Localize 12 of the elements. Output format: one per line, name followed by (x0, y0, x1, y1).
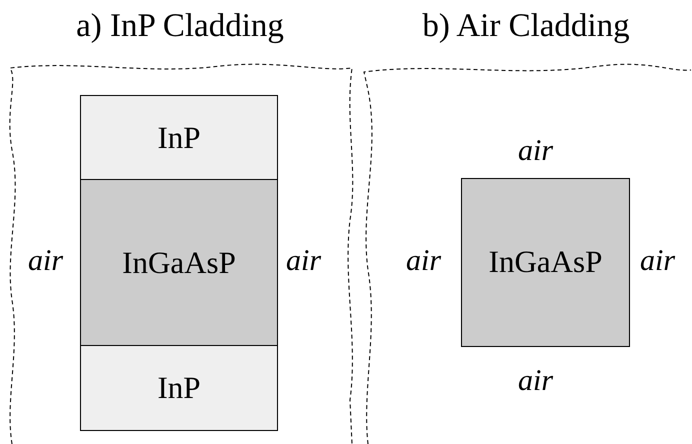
region-label: air (518, 133, 554, 169)
region-label: air (640, 243, 676, 279)
layer-box: InP (80, 345, 278, 431)
region-label: air (28, 243, 64, 279)
panel-title: b) Air Cladding (422, 7, 630, 46)
layer-box: InGaAsP (461, 178, 630, 347)
region-label: air (518, 363, 554, 399)
panel-title: a) InP Cladding (76, 7, 284, 46)
region-label: air (286, 243, 322, 279)
layer-box: InP (80, 95, 278, 181)
region-label: air (406, 243, 442, 279)
layer-box: InGaAsP (80, 179, 278, 347)
